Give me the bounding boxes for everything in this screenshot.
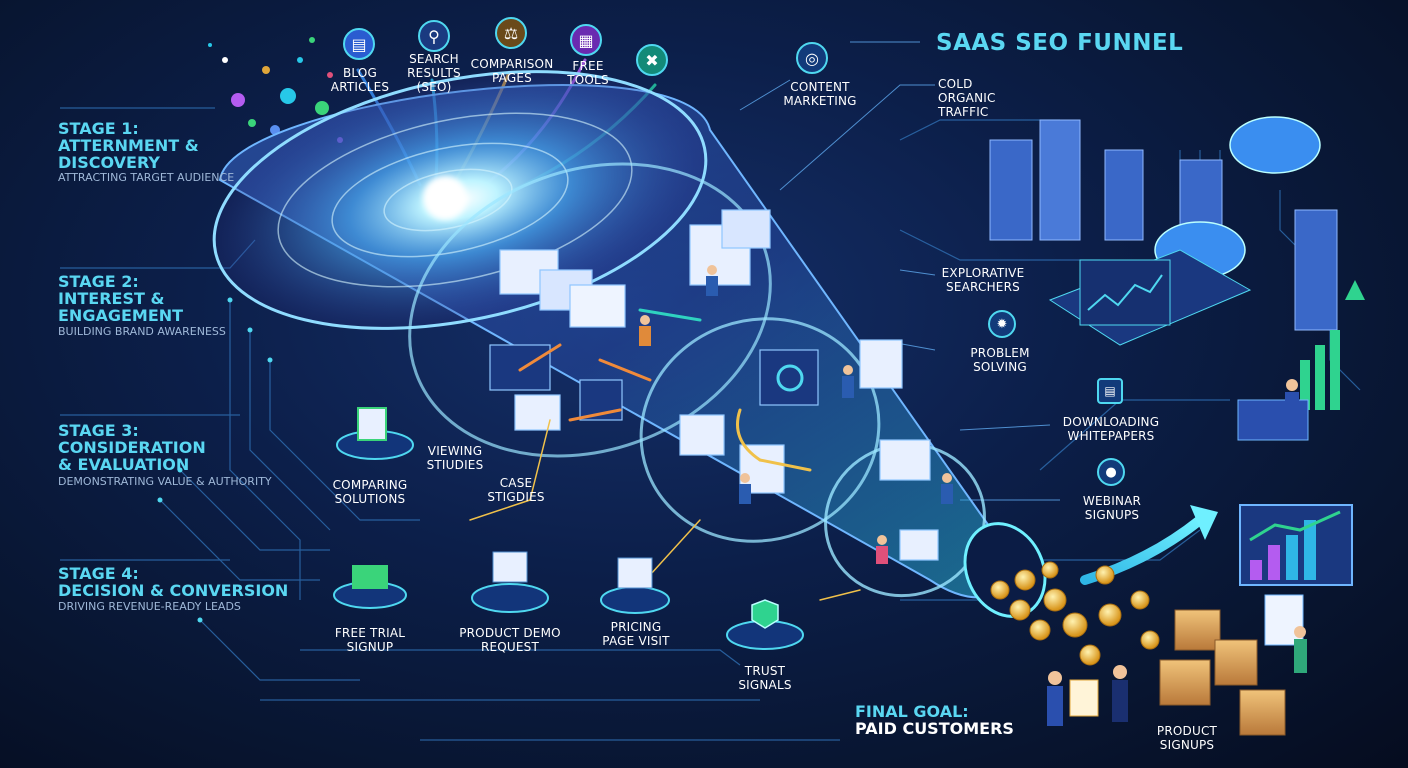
product-signups-label: PRODUCT SIGNUPS	[1156, 724, 1218, 752]
microphone-icon: ●	[1097, 458, 1125, 486]
circuit-nodes	[157, 297, 273, 623]
funnel-body	[212, 70, 1047, 618]
comparing-solutions-label: COMPARING SOLUTIONS	[332, 478, 408, 506]
stage-2-title: STAGE 2: INTEREST & ENGAGEMENT	[58, 272, 184, 325]
free-tools-label: FREE TOOLS	[567, 59, 609, 87]
product-boxes	[1159, 594, 1304, 736]
pricing-page-visit-label: PRICING PAGE VISIT	[602, 620, 670, 648]
product-demo-request-label: PRODUCT DEMO REQUEST	[459, 626, 561, 654]
viewing-studies-label: VIEWING STIUDIES	[426, 444, 484, 472]
whitepaper-icon: ▤	[1097, 378, 1123, 404]
final-goal-value: PAID CUSTOMERS	[855, 719, 1014, 738]
explorative-searchers-label: EXPLORATIVE SEARCHERS	[941, 266, 1025, 294]
comparison-pages-label: COMPARISON PAGES	[470, 57, 554, 85]
funnel-screens	[489, 209, 939, 561]
tools-icon: ✖	[636, 44, 668, 76]
stage-platforms	[333, 407, 804, 650]
circuit-lines-left	[60, 107, 840, 741]
stage-2-subtitle: BUILDING BRAND AWARENESS	[58, 325, 226, 338]
search-icon: ⚲	[418, 20, 450, 52]
server-cluster	[989, 116, 1338, 346]
browser-icon: ▦	[570, 24, 602, 56]
customer-figures	[1047, 379, 1307, 726]
data-particles	[208, 37, 343, 143]
trust-signals-label: TRUST SIGNALS	[738, 664, 792, 692]
blog-articles-label: BLOG ARTICLES	[330, 66, 390, 94]
people-figures	[639, 265, 953, 564]
stage-1-title: STAGE 1: ATTERNMENT & DISCOVERY	[58, 119, 199, 172]
growth-bars	[1237, 280, 1365, 586]
case-studies-label: CASE STIGDIES	[487, 476, 545, 504]
lightbulb-icon: ✹	[988, 310, 1016, 338]
final-goal-heading: FINAL GOAL:	[855, 702, 969, 721]
cold-organic-traffic-label: COLD ORGANIC TRAFFIC	[938, 77, 996, 119]
stage-3-subtitle: DEMONSTRATING VALUE & AUTHORITY	[58, 475, 272, 488]
free-trial-signup-label: FREE TRIAL SIGNUP	[334, 626, 406, 654]
document-icon: ▤	[343, 28, 375, 60]
stage-4-subtitle: DRIVING REVENUE-READY LEADS	[58, 600, 241, 613]
scales-icon: ⚖	[495, 17, 527, 49]
page-title: SAAS SEO FUNNEL	[936, 30, 1184, 56]
flow-arrows	[469, 308, 861, 601]
problem-solving-label: PROBLEM SOLVING	[970, 346, 1030, 374]
coins	[990, 561, 1160, 666]
downloading-whitepapers-label: DOWNLOADING WHITEPAPERS	[1062, 415, 1160, 443]
stage-3-title: STAGE 3: CONSIDERATION & EVALUATION	[58, 421, 206, 474]
target-icon: ◎	[796, 42, 828, 74]
content-marketing-label: CONTENT MARKETING	[783, 80, 857, 108]
label-leaders	[739, 41, 1060, 501]
stage-4-title: STAGE 4: DECISION & CONVERSION	[58, 564, 289, 600]
stage-1-subtitle: ATTRACTING TARGET AUDIENCE	[58, 171, 235, 184]
search-results-label: SEARCH RESULTS (SEO)	[407, 52, 461, 94]
webinar-signups-label: WEBINAR SIGNUPS	[1082, 494, 1142, 522]
